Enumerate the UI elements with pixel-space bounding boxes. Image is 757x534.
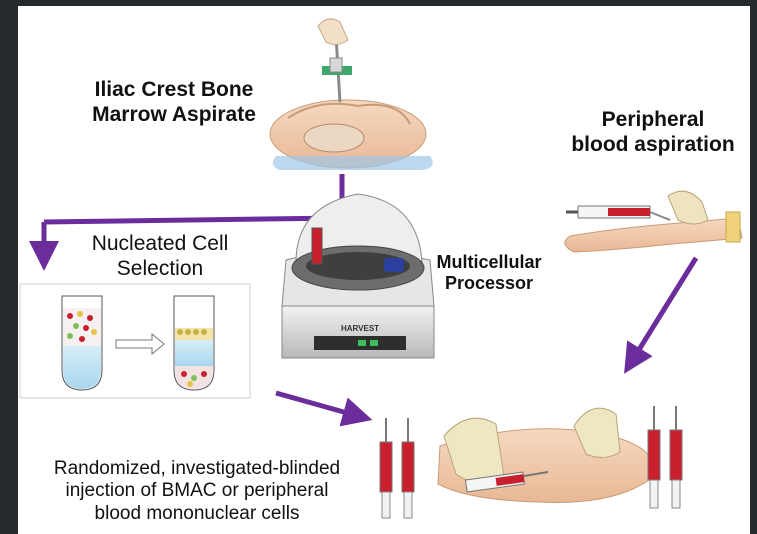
nucleated-selection-figure [20, 284, 250, 398]
injection-label-line1: Randomized, investigated-blinded [20, 458, 374, 480]
peripheral-blood-label-line2: blood aspiration [558, 133, 748, 158]
tube-after [174, 296, 214, 390]
bone-marrow-aspiration-illustration [270, 19, 433, 170]
bone-marrow-label-line1: Iliac Crest Bone [74, 78, 274, 103]
bone-marrow-label-line2: Marrow Aspirate [74, 103, 274, 128]
processor-label-line1: Multicellular [424, 252, 554, 273]
injection-label: Randomized, investigated-blinded injecti… [20, 458, 374, 525]
processor-label-line2: Processor [424, 273, 554, 294]
injection-label-line2: injection of BMAC or peripheral [20, 480, 374, 502]
syringes-left [380, 418, 414, 518]
peripheral-blood-aspiration-illustration [565, 191, 742, 252]
arrow-peripheral-to-injection [632, 258, 696, 361]
nucleated-selection-label: Nucleated Cell Selection [62, 232, 258, 282]
injection-label-line3: blood mononuclear cells [20, 503, 374, 525]
nucleated-selection-label-line2: Selection [62, 257, 258, 282]
diagram-panel: Iliac Crest Bone Marrow Aspirate Periphe… [18, 6, 750, 534]
peripheral-blood-label: Peripheral blood aspiration [558, 108, 748, 158]
device-brand-label: HARVEST [328, 324, 392, 333]
tube-before [62, 296, 102, 390]
nucleated-selection-label-line1: Nucleated Cell [62, 232, 258, 257]
processor-label: Multicellular Processor [424, 252, 554, 294]
bone-marrow-label: Iliac Crest Bone Marrow Aspirate [74, 78, 274, 128]
syringes-right [648, 406, 682, 508]
arrow-selection-to-injection [276, 393, 358, 416]
knee-injection-illustration [438, 408, 654, 502]
peripheral-blood-label-line1: Peripheral [558, 108, 748, 133]
